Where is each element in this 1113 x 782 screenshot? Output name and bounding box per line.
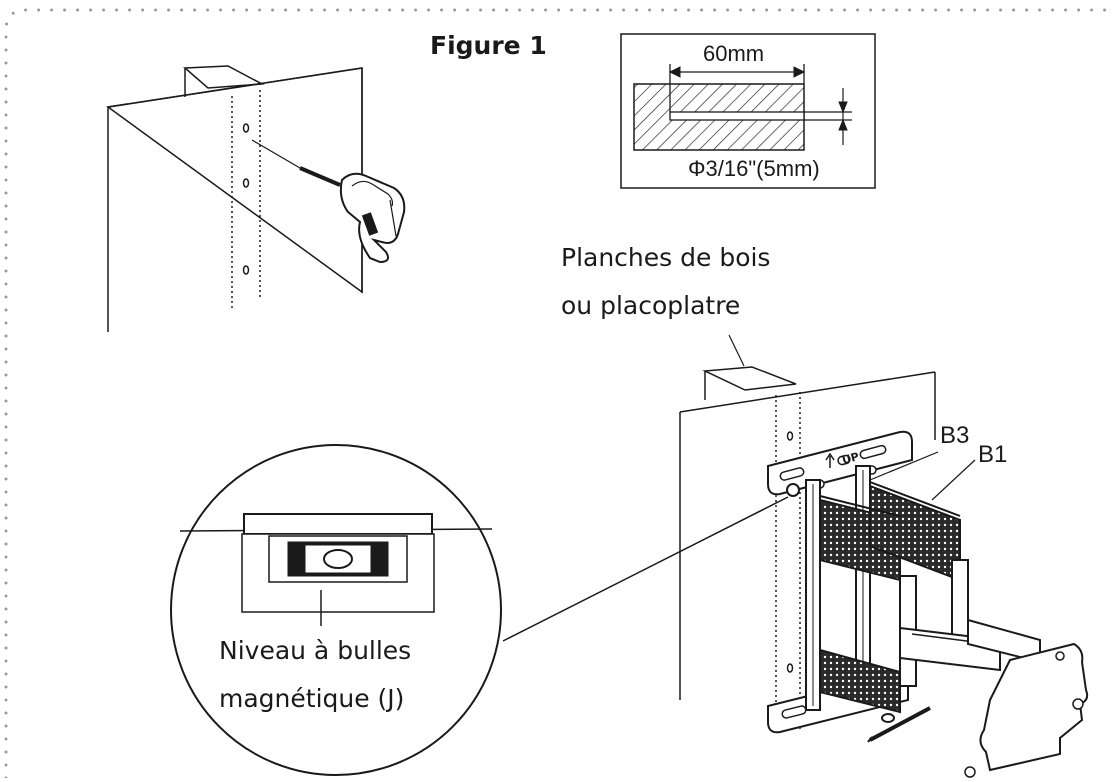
level-label-line2: magnétique (J) — [219, 684, 405, 713]
stud-top-face — [702, 366, 797, 391]
drill-bit — [251, 139, 301, 169]
b3-label: B3 — [940, 422, 970, 449]
drill-icon — [339, 172, 406, 264]
drill-bit-spiral — [299, 166, 341, 187]
pilot-hole — [786, 663, 794, 673]
pilot-hole — [242, 178, 250, 188]
figure-title: Figure 1 — [430, 31, 547, 60]
diameter-arrow-bottom — [838, 118, 848, 131]
screw-icon — [867, 706, 931, 743]
dotted-border — [4, 8, 1113, 780]
level-top-bar — [243, 513, 433, 535]
level-label-line1: Niveau à bulles — [219, 636, 412, 665]
depth-arrow-left — [668, 66, 681, 78]
drilling-scene — [106, 65, 406, 332]
wood-label-line1: Planches de bois — [561, 243, 771, 272]
wall-panel-top — [679, 371, 936, 413]
drilled-hole — [669, 111, 805, 121]
tv-bracket — [964, 642, 1089, 778]
wood-label-line2: ou placoplatre — [561, 291, 741, 320]
depth-arrow-right — [793, 66, 806, 78]
b1-label: B1 — [978, 441, 1008, 468]
detail-frame — [620, 33, 876, 189]
upper-arm — [819, 481, 961, 582]
pilot-hole — [242, 265, 250, 275]
hole-detail-box — [620, 33, 876, 189]
diameter-arrow-top — [838, 101, 848, 114]
wood-leader-line — [728, 334, 745, 367]
b3-leader — [869, 451, 939, 481]
mount-scene — [679, 334, 1089, 778]
wall-panel-top — [107, 67, 363, 108]
level-magnifier — [170, 444, 789, 776]
pilot-hole — [242, 123, 250, 133]
pilot-hole — [786, 431, 794, 441]
depth-label: 60mm — [703, 41, 765, 66]
lower-arm — [819, 559, 1041, 714]
magnifier-leader — [502, 496, 789, 642]
b1-leader — [931, 459, 976, 501]
diameter-label: Φ3/16"(5mm) — [688, 156, 820, 181]
level-bubble-icon — [323, 549, 353, 569]
wall-plate-top — [767, 430, 913, 497]
